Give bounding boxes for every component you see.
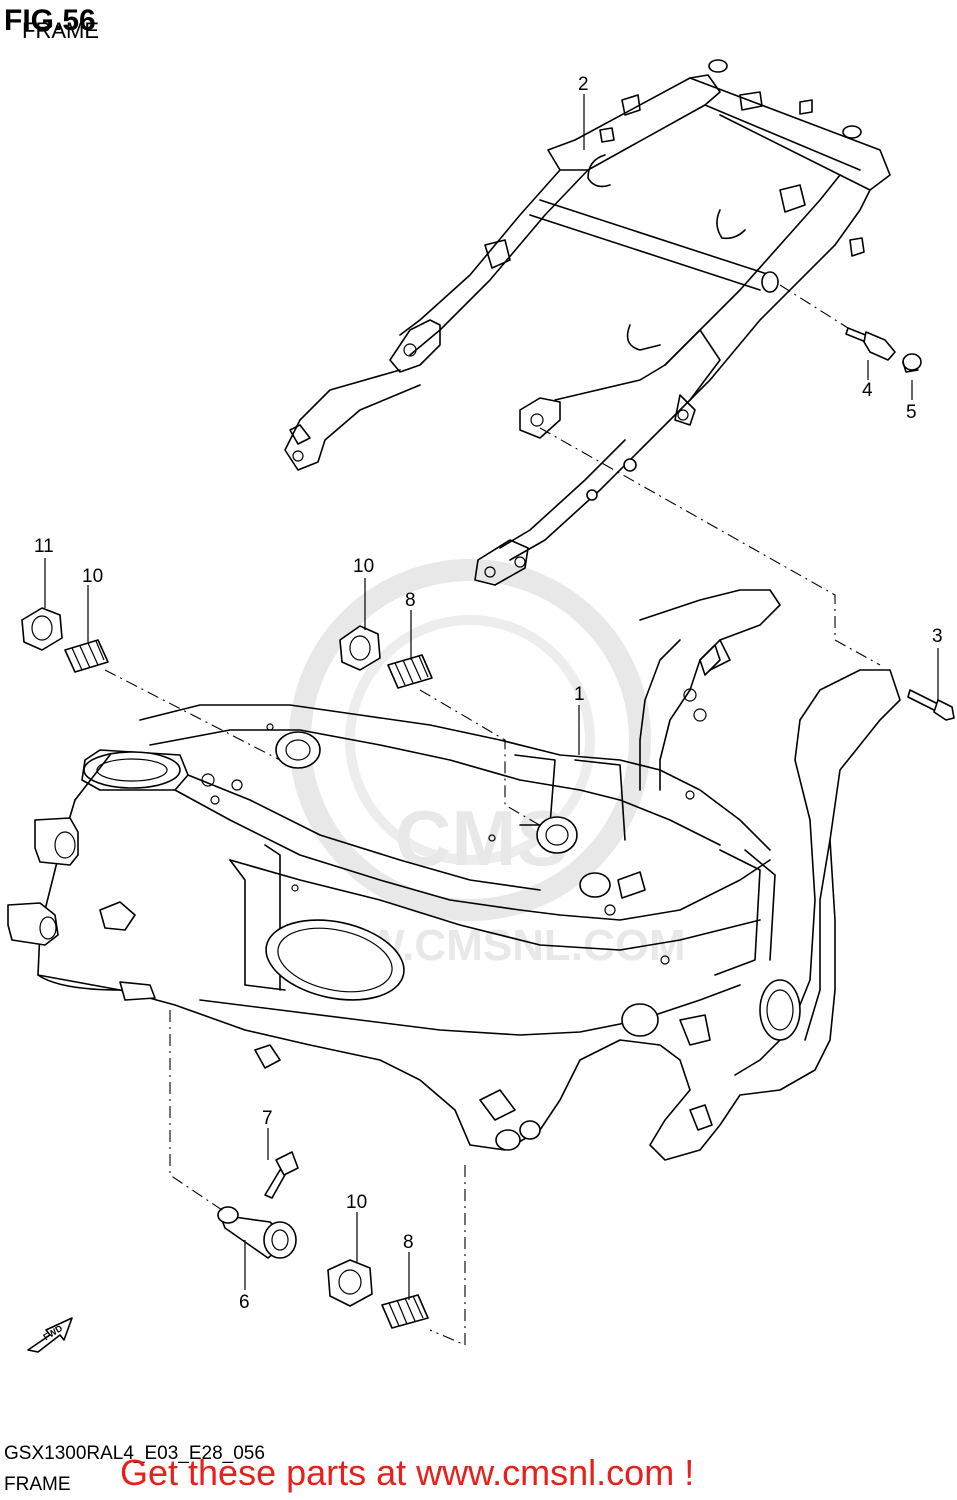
part-8-adjuster-lower [381,1294,429,1329]
part-10-nut-upper [339,625,381,671]
part-8-adjuster-upper [387,654,433,689]
part-2-rear-subframe [284,59,891,586]
figure-subtitle: FRAME [22,18,99,43]
footer-figure-name: FRAME [4,1474,71,1495]
callout-10-lower: 10 [346,1192,367,1213]
callout-6: 6 [239,1292,250,1313]
lower-assembly-lines [169,1010,466,1346]
callout-numbers: 2 4 5 3 1 11 10 10 8 7 6 10 8 [34,74,943,1313]
forward-direction-marker: FWD [27,1317,73,1353]
part-1-main-frame [7,589,901,1161]
part-5-cap [902,353,922,373]
part-10-nut-lower [327,1259,373,1307]
callout-8-upper: 8 [405,590,416,611]
callout-4: 4 [862,380,873,401]
callout-3: 3 [932,626,943,647]
part-9-adjuster [64,639,109,673]
figure-title: FIG.56 [4,4,96,37]
callout-9: 10 [82,566,103,587]
part-6-collar [217,1206,297,1259]
leader-lines [44,94,939,1300]
callout-1: 1 [574,684,585,705]
callout-7: 7 [262,1108,273,1129]
part-7-bolt [264,1151,299,1199]
callout-8-lower: 8 [403,1232,414,1253]
callout-10-upper: 10 [353,556,374,577]
model-code: GSX1300RAL4_E03_E28_056 [4,1443,265,1464]
part-11-nut [21,607,63,651]
part-4-bolt [845,327,896,361]
part-3-bolt [907,689,955,721]
callout-11: 11 [34,536,54,557]
assembly-lines [104,284,881,831]
callout-2: 2 [578,74,589,95]
callout-5: 5 [906,402,917,423]
promo-link[interactable]: Get these parts at www.cmsnl.com ! [120,1452,695,1493]
